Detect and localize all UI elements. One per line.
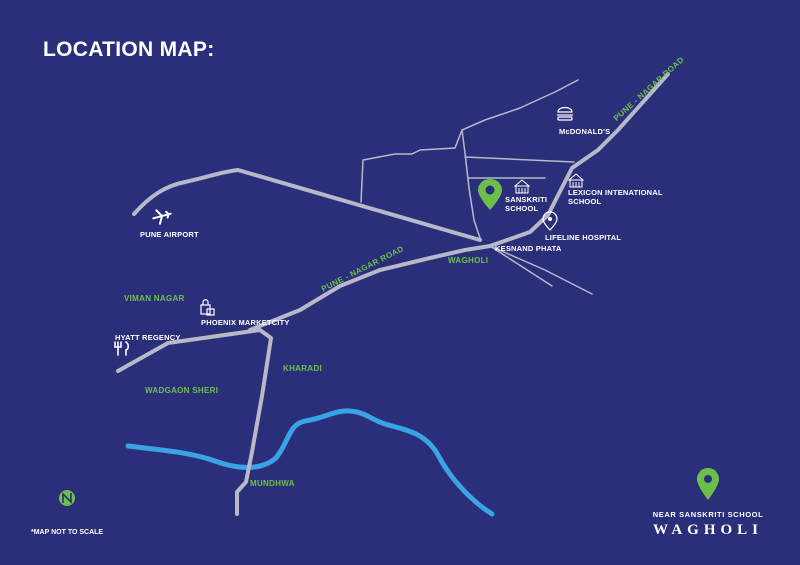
- minor-roads: [360, 79, 593, 295]
- label-kesnand-phata: KESNAND PHATA: [495, 244, 562, 253]
- brand-subtitle: NEAR SANSKRITI SCHOOL: [652, 510, 764, 519]
- area-viman-nagar: VIMAN NAGAR: [124, 294, 185, 303]
- brand-pin-icon: [697, 468, 719, 500]
- label-lifeline-hospital: LIFELINE HOSPITAL: [545, 233, 622, 242]
- compass-north-icon: [59, 490, 75, 506]
- label-phoenix-marketcity: PHOENIX MARKETCITY: [201, 318, 290, 327]
- label-hyatt-regency: HYATT REGENCY: [115, 333, 181, 342]
- shopping-bag-icon: [200, 299, 215, 316]
- river: [125, 408, 495, 517]
- scale-note: *MAP NOT TO SCALE: [31, 529, 104, 536]
- school-building-icon: [513, 179, 531, 194]
- burger-icon: [557, 106, 573, 121]
- school-building-icon-2: [567, 173, 585, 188]
- area-wadgaon-sheri: WADGAON SHERI: [145, 386, 219, 395]
- restaurant-icon: [114, 341, 130, 356]
- location-pin-icon: [478, 179, 502, 210]
- label-lexicon-school: LEXICON INTENATIONAL SCHOOL: [568, 188, 663, 206]
- hospital-marker-icon: [542, 211, 558, 231]
- area-mundhwa: MUNDHWA: [250, 479, 295, 488]
- page-title: LOCATION MAP:: [43, 38, 215, 61]
- area-wagholi: WAGHOLI: [448, 256, 489, 265]
- area-kharadi: KHARADI: [283, 364, 322, 373]
- major-roads: [116, 72, 670, 516]
- label-sanskriti-school: SANSKRITI SCHOOL: [505, 195, 548, 213]
- airplane-icon: [152, 209, 172, 225]
- brand-name: WAGHOLI: [652, 522, 763, 538]
- label-pune-airport: PUNE AIRPORT: [140, 230, 199, 239]
- label-mcdonalds: McDONALD'S: [559, 127, 611, 136]
